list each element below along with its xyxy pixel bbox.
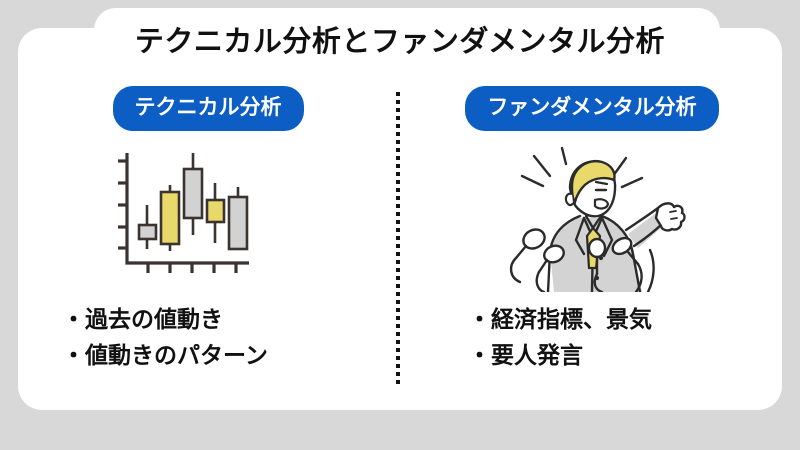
heading-pill-fundamental[interactable]: ファンダメンタル分析 xyxy=(465,86,719,131)
bullet-item: ・要人発言 xyxy=(468,342,583,369)
bullet-item: ・値動きのパターン xyxy=(62,342,268,369)
bullet-list-technical: ・過去の値動き ・値動きのパターン xyxy=(28,303,388,374)
pill-row-fundamental: ファンダメンタル分析 xyxy=(412,86,772,131)
column-divider xyxy=(396,92,400,384)
pill-row-technical: テクニカル分析 xyxy=(28,86,388,131)
column-technical: テクニカル分析 xyxy=(28,86,388,386)
bullet-item: ・経済指標、景気 xyxy=(468,307,652,333)
bullet-item: ・過去の値動き xyxy=(62,307,223,333)
column-fundamental: ファンダメンタル分析 xyxy=(412,86,772,386)
candlestick-chart-icon xyxy=(118,153,249,273)
heading-pill-technical[interactable]: テクニカル分析 xyxy=(112,86,304,131)
illustration-fundamental xyxy=(412,131,772,303)
press-conference-speaker-icon xyxy=(509,146,686,292)
illustration-technical xyxy=(28,131,388,303)
bullet-list-fundamental: ・経済指標、景気 ・要人発言 xyxy=(412,303,772,374)
page-title: テクニカル分析とファンダメンタル分析 xyxy=(134,24,666,58)
